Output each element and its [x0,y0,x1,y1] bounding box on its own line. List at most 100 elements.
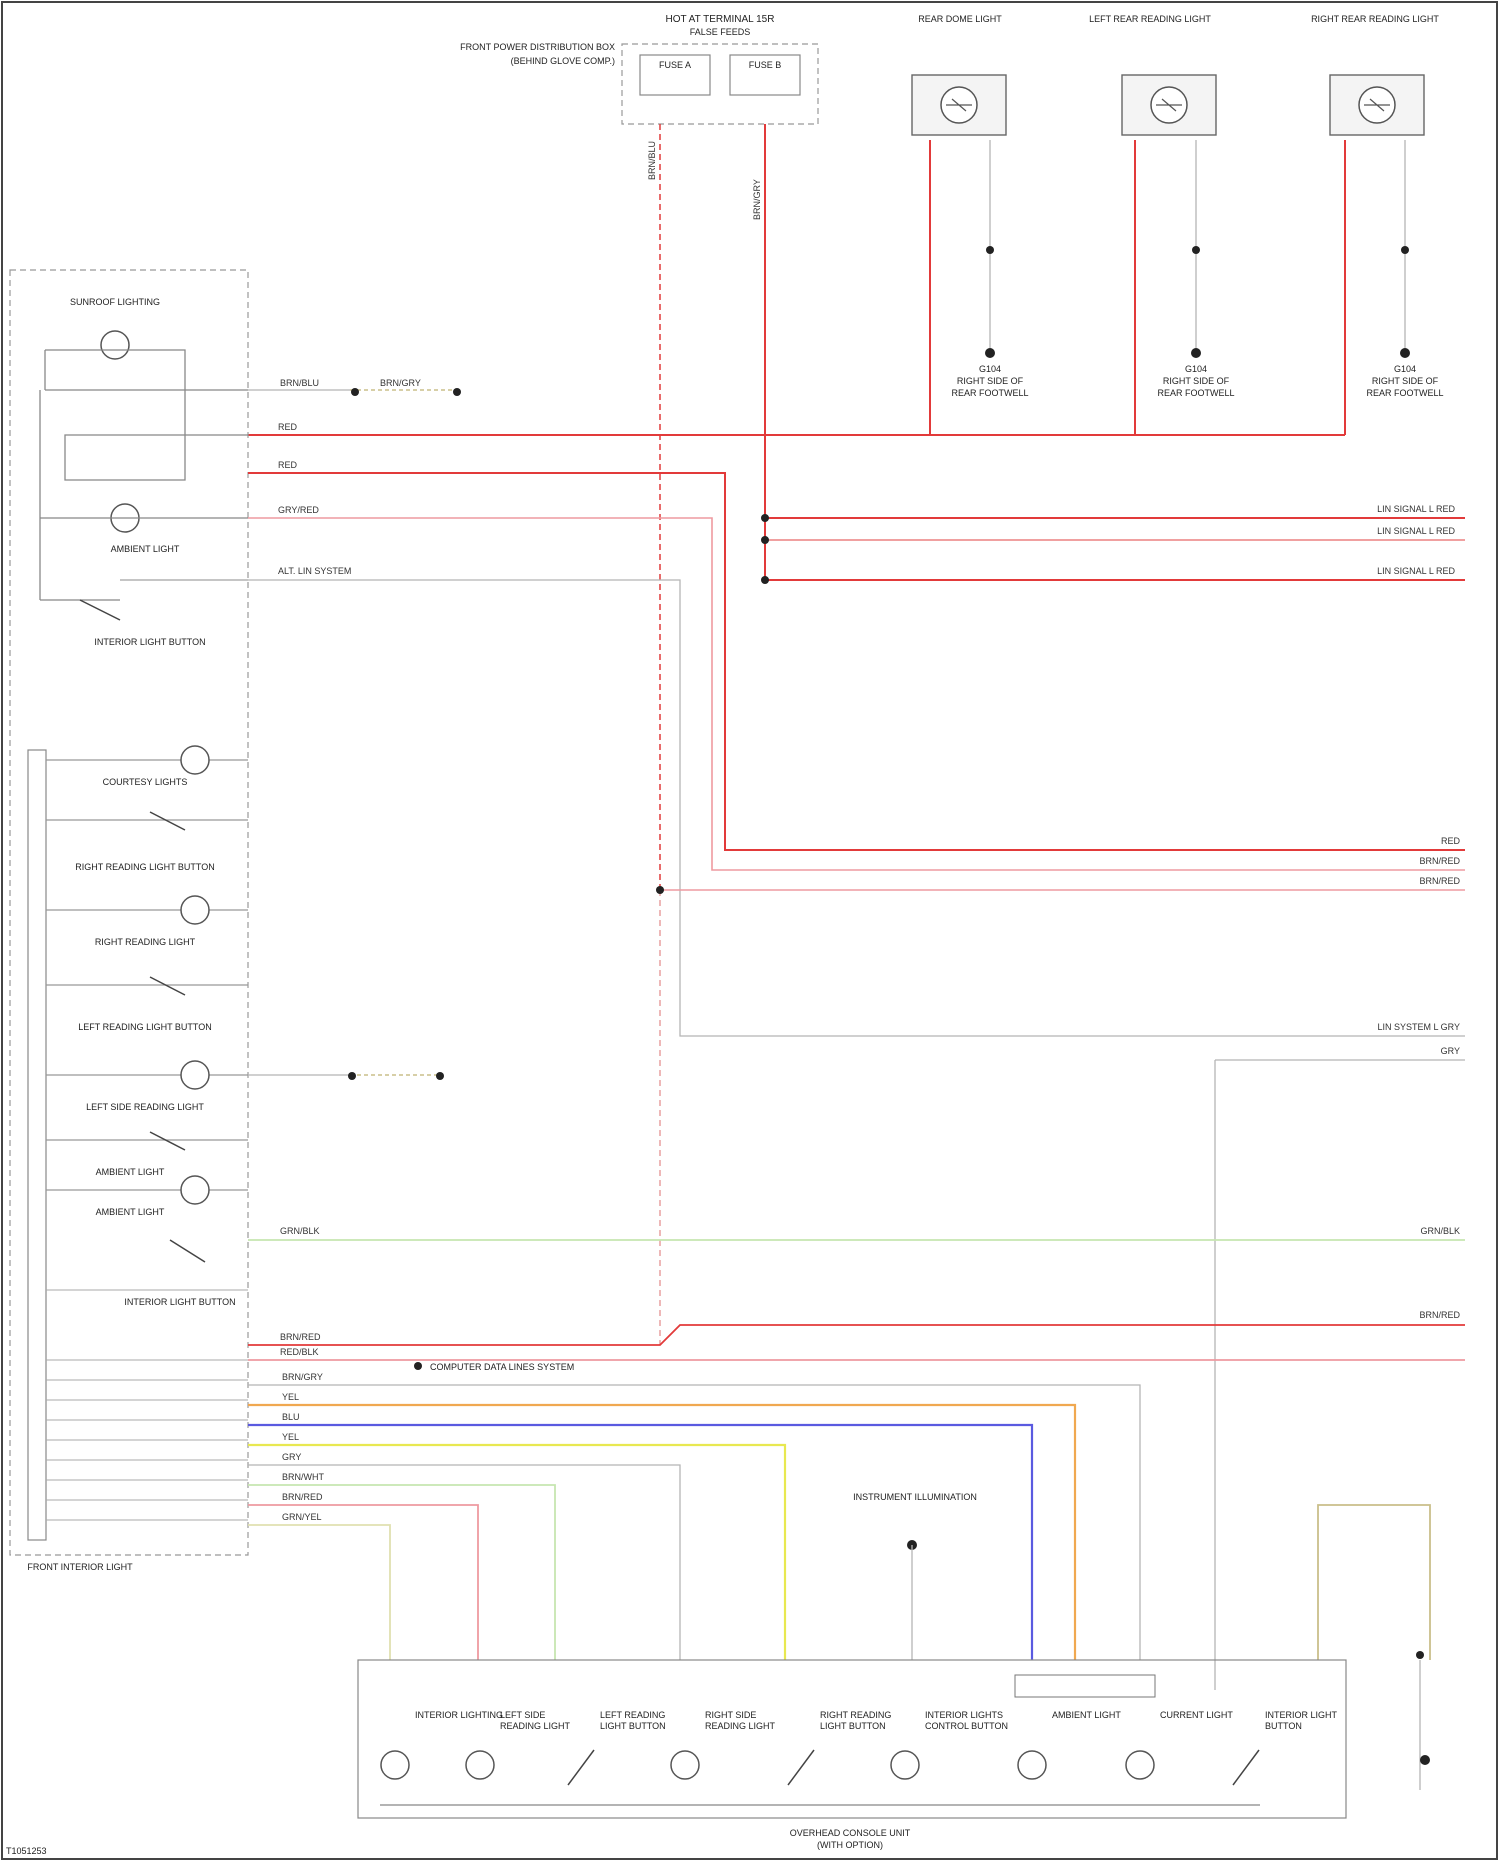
overhead-part-label: INTERIOR LIGHTING [415,1710,503,1720]
lamp-icon [101,331,129,359]
fuse-note-2: (BEHIND GLOVE COMP.) [511,56,615,66]
overhead-part-label: LIGHT BUTTON [820,1721,886,1731]
interior-light-button-label: INTERIOR LIGHT BUTTON [94,637,205,647]
lamp-icon [181,1176,209,1204]
wire-label-grn-right: GRN/BLK [1420,1226,1460,1236]
left-reading-button-label: LEFT READING LIGHT BUTTON [78,1022,212,1032]
wire-label-bottom-g: YEL [282,1432,299,1442]
fuse-block-subtitle: FALSE FEEDS [690,27,751,37]
fuse-a-label: FUSE A [659,60,691,70]
module-bus-bar [28,750,46,1540]
ground-node-icon [1420,1755,1430,1765]
top-fuse-block: HOT AT TERMINAL 15R FALSE FEEDS FRONT PO… [460,14,818,124]
wire-tan [1318,1505,1430,1660]
wire-label-bottom-h: GRY [282,1452,301,1462]
lamp-icon [466,1751,494,1779]
overhead-part-label: READING LIGHT [500,1721,571,1731]
diagram-id: T1051253 [6,1846,47,1856]
ground-label: RIGHT SIDE OF [1372,376,1439,386]
switch-icon [150,1132,185,1150]
lamp-icon [891,1751,919,1779]
overhead-console-outline [358,1660,1346,1818]
overhead-part-label: INTERIOR LIGHT [1265,1710,1338,1720]
overhead-part-label: READING LIGHT [705,1721,776,1731]
wire-pale [248,1525,390,1660]
lamp-icon [1126,1751,1154,1779]
left-side-reading-label: LEFT SIDE READING LIGHT [86,1102,204,1112]
courtesy-lights-label: COURTESY LIGHTS [103,777,188,787]
ground-wires-top [985,140,1410,358]
ambient-light-2-label: AMBIENT LIGHT [96,1167,165,1177]
right-reading-light-label: RIGHT READING LIGHT [95,937,196,947]
overhead-part-label: LIGHT BUTTON [600,1721,666,1731]
splice-node [761,514,769,522]
lamp-icon [181,1061,209,1089]
overhead-part-label: LEFT SIDE [500,1710,545,1720]
overhead-part-label: RIGHT READING [820,1710,891,1720]
wire-label-bottom-k: GRN/YEL [282,1512,322,1522]
overhead-part-label: INTERIOR LIGHTS [925,1710,1003,1720]
wire-label-red-2: RED [278,460,298,470]
right-reading-button-label: RIGHT READING LIGHT BUTTON [75,862,215,872]
wire-red [248,1325,1465,1345]
wire-label-bottom-f: BLU [282,1412,300,1422]
overhead-part-label: LEFT READING [600,1710,665,1720]
ground-label: REAR FOOTWELL [1157,388,1234,398]
fuse-b-label: FUSE B [749,60,782,70]
ambient-light-3-label: AMBIENT LIGHT [96,1207,165,1217]
wire-label-bottom-d: BRN/GRY [282,1372,323,1382]
sunroof-lighting-label: SUNROOF LIGHTING [70,297,160,307]
wire-label-right-e: BRN/RED [1419,856,1460,866]
lamp-icon [181,746,209,774]
lamp-icon [181,896,209,924]
ground-node-icon [436,1072,444,1080]
switch-icon [788,1750,814,1785]
splice-node [761,536,769,544]
splice-node [1416,1651,1424,1659]
splice-node [761,576,769,584]
rear-dome-light-label: REAR DOME LIGHT [918,14,1002,24]
splice-node [1401,246,1409,254]
module-internal-wire [45,350,248,480]
lamp-icon [1018,1751,1046,1779]
splice-node [348,1072,356,1080]
overhead-part-label: CURRENT LIGHT [1160,1710,1233,1720]
overhead-part-label: BUTTON [1265,1721,1302,1731]
wire-label-bottom-b: BRN/RED [1419,1310,1460,1320]
interior-light-button-2-label: INTERIOR LIGHT BUTTON [124,1297,235,1307]
front-module-label: FRONT INTERIOR LIGHT [27,1562,133,1572]
overhead-part-label: AMBIENT LIGHT [1052,1710,1121,1720]
wire-pink [248,518,1465,870]
instrument-illumination-label: INSTRUMENT ILLUMINATION [853,1492,977,1502]
wire-label-bottom-i: BRN/WHT [282,1472,324,1482]
splice-node [656,886,664,894]
wire-label-gry-red: GRY/RED [278,505,319,515]
overhead-part-label: CONTROL BUTTON [925,1721,1008,1731]
ground-label: REAR FOOTWELL [1366,388,1443,398]
wire-gray [248,1385,1140,1660]
left-rear-reading-block: LEFT REAR READING LIGHT [1089,14,1216,135]
ground-node-icon [1400,348,1410,358]
wire-label-right-a: LIN SIGNAL L RED [1377,504,1455,514]
ground-label: G104 [1185,364,1207,374]
wire-label-right-d: RED [1441,836,1461,846]
left-rear-reading-label: LEFT REAR READING LIGHT [1089,14,1211,24]
wire-label-top-right: BRN/GRY [752,179,762,220]
wire-label-lin: LIN SYSTEM L GRY [1377,1022,1460,1032]
rear-dome-light-block: REAR DOME LIGHT [912,14,1006,135]
wire-label-red-1: RED [278,422,298,432]
fuse-note: FRONT POWER DISTRIBUTION BOX [460,42,615,52]
wire-orange [248,1405,1075,1660]
wire-label-brn-gry: BRN/GRY [380,378,421,388]
wire-yellow [248,1445,785,1660]
ground-label: RIGHT SIDE OF [1163,376,1230,386]
wire-label-right-b: LIN SIGNAL L RED [1377,526,1455,536]
wire-label-alt: ALT. LIN SYSTEM [278,566,351,576]
module-internal-wire [40,580,248,600]
overhead-unit-sub-label: (WITH OPTION) [817,1840,883,1850]
right-rear-reading-block: RIGHT REAR READING LIGHT [1311,14,1439,135]
